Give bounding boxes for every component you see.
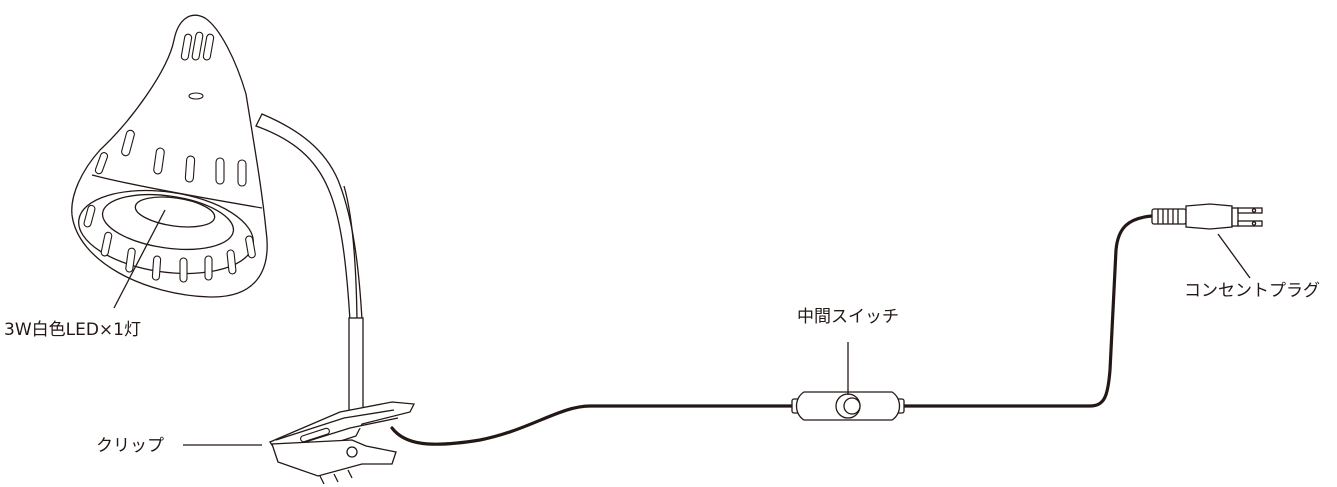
power-cord-segment	[900, 214, 1154, 408]
clip	[269, 401, 416, 485]
plug-leader-line	[1217, 233, 1251, 279]
power-cord	[390, 404, 798, 446]
plug-label: コンセントプラグ	[1184, 281, 1320, 301]
lamp-stem	[348, 317, 364, 419]
led-leader-line	[113, 209, 166, 309]
inline-switch	[791, 391, 905, 421]
gooseneck-arm	[255, 113, 363, 322]
plug	[1151, 203, 1263, 230]
clip-label: クリップ	[96, 436, 164, 456]
led-label: 3W白色LED×1灯	[4, 320, 141, 340]
lamp-shade	[71, 14, 268, 298]
switch-label: 中間スイッチ	[797, 307, 899, 327]
